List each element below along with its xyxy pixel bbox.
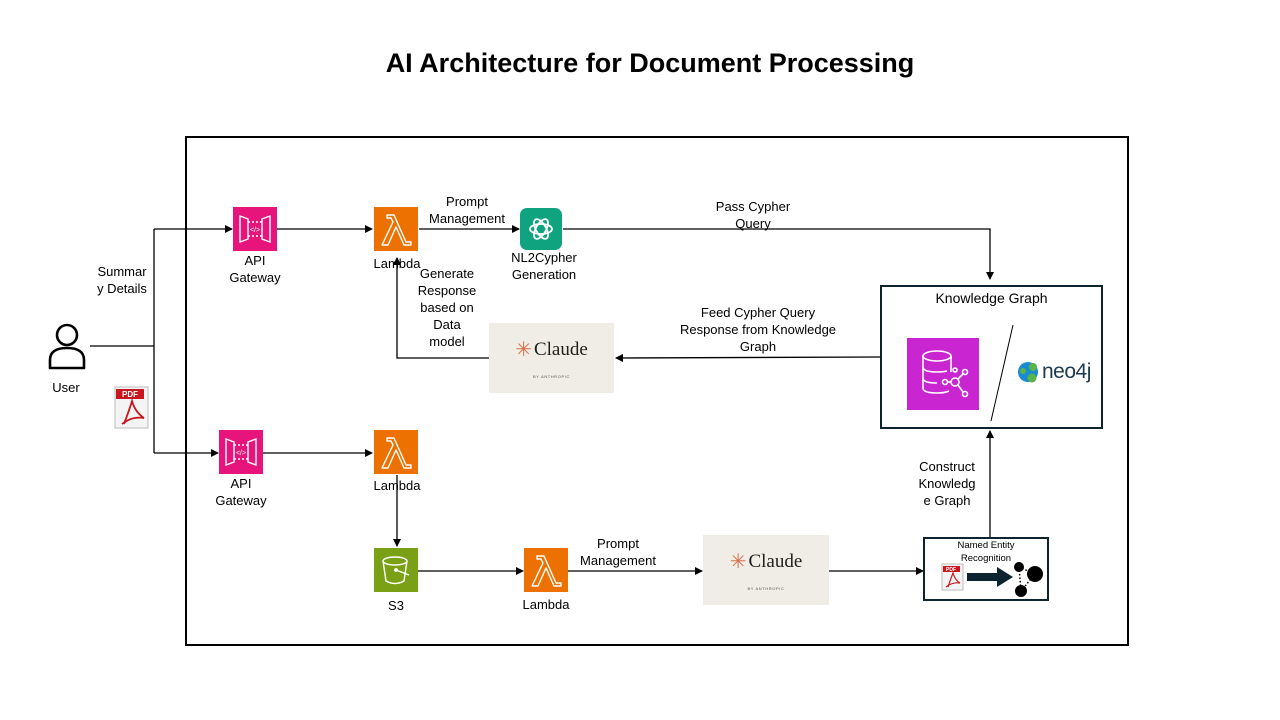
api-gateway-top-node: </> (233, 207, 277, 251)
diagram-title: AI Architecture for Document Processing (385, 48, 915, 78)
neptune-graph-database-icon (922, 350, 969, 398)
pdf-icon: PDF (941, 563, 964, 591)
neptune-node (907, 338, 979, 410)
person-icon (48, 323, 86, 370)
arrow-right-icon (967, 567, 1013, 587)
neo4j-wordmark: neo4j (1042, 360, 1091, 383)
knowledge-graph-label: Knowledge Graph (935, 290, 1048, 306)
lambda-bottom-node (524, 548, 568, 592)
lambda-top-label: Lambda (373, 256, 421, 271)
edge-label-prompt-management-top: Prompt Management (429, 194, 505, 226)
edge-label-generate-response: Generate Response based on Data model (417, 266, 477, 349)
pdf-icon: PDF (114, 386, 149, 429)
svg-text:</>: </> (250, 227, 260, 234)
architecture-frame (185, 136, 1129, 646)
api-gateway-icon: </> (239, 214, 271, 244)
lambda-icon (381, 437, 412, 469)
svg-text:PDF: PDF (946, 567, 956, 573)
svg-text:</>: </> (236, 450, 246, 457)
lambda-mid-node (374, 430, 418, 474)
neo4j-icon (1018, 362, 1038, 383)
openai-icon (529, 218, 553, 240)
s3-bucket-icon (382, 556, 410, 585)
api-gateway-bottom-node: </> (219, 430, 263, 474)
claude-bottom-byline: BY ANTHROPIC (747, 586, 785, 591)
edge-label-construct-kg: Construct Knowledg e Graph (918, 459, 976, 508)
ner-label: Named Entity Recognition (957, 540, 1015, 564)
s3-node (374, 548, 418, 592)
claude-bottom-node: ✳Claude BY ANTHROPIC (703, 535, 829, 605)
edge-label-summary-details: Summar y Details (97, 264, 147, 296)
ner-node: Named Entity Recognition PDF (923, 537, 1049, 601)
neo4j-logo: neo4j (1017, 357, 1099, 387)
api-gateway-top-label: API Gateway (229, 253, 281, 285)
claude-top-node: ✳Claude BY ANTHROPIC (489, 323, 614, 393)
edge-claude-lambda (393, 257, 489, 359)
claude-bottom-brand: Claude (748, 550, 803, 572)
lambda-top-node (374, 207, 418, 251)
claude-star-icon: ✳ (729, 551, 747, 573)
divider-slash (990, 324, 1014, 422)
user-label: User (52, 380, 80, 395)
claude-top-brand: Claude (533, 338, 588, 360)
edge-nl2cypher-kg (563, 228, 994, 280)
knowledge-graph-node: Knowledge Graph (880, 285, 1103, 429)
edge-label-feed-cypher-response: Feed Cypher Query Response from Knowledg… (679, 305, 837, 354)
svg-text:PDF: PDF (122, 390, 138, 399)
api-gateway-icon: </> (225, 437, 257, 467)
claude-top-byline: BY ANTHROPIC (533, 374, 570, 379)
s3-label: S3 (388, 598, 404, 613)
api-gateway-bottom-label: API Gateway (215, 476, 267, 508)
edge-label-prompt-management-bottom: Prompt Management (580, 536, 656, 568)
nl2cypher-node (520, 208, 562, 250)
entity-graph-icon (1014, 562, 1043, 597)
lambda-mid-label: Lambda (373, 478, 421, 493)
lambda-icon (531, 555, 562, 587)
nl2cypher-label: NL2Cypher Generation (511, 250, 577, 282)
lambda-bottom-label: Lambda (522, 597, 570, 612)
edge-label-pass-cypher-query: Pass Cypher Query (715, 199, 791, 231)
claude-star-icon: ✳ (515, 339, 532, 361)
lambda-icon (381, 214, 412, 246)
edge-kg-claude (615, 353, 881, 362)
